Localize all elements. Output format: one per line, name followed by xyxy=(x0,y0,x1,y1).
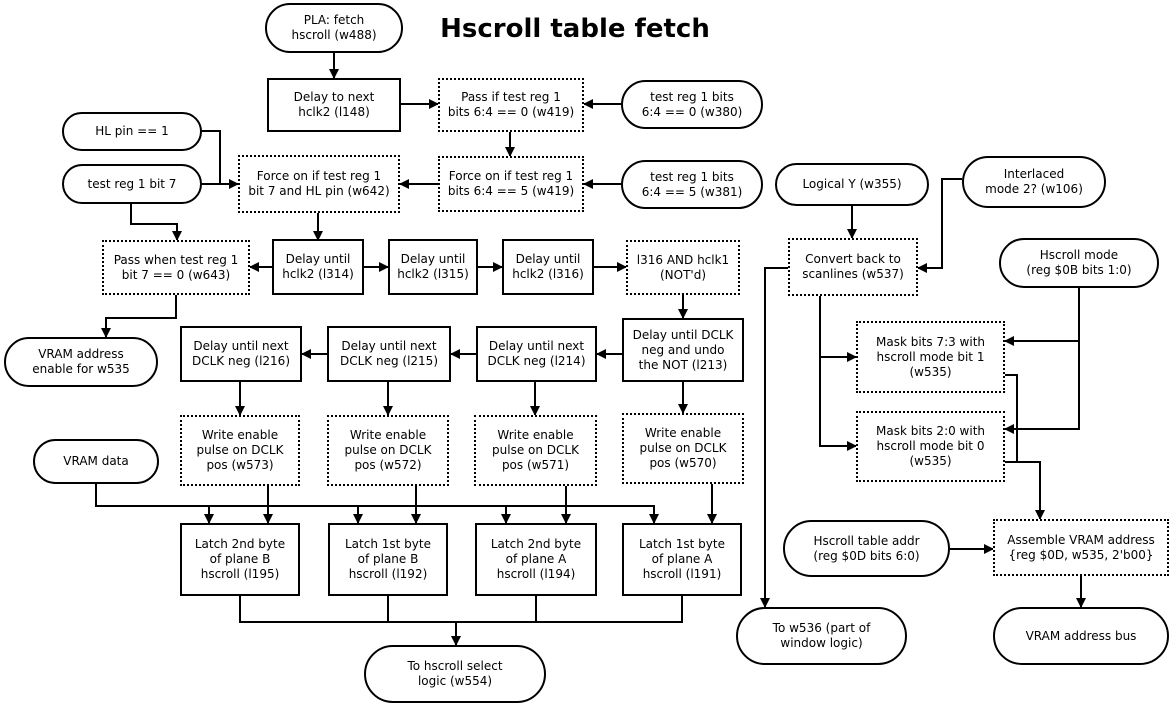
delay-l316-node: Delay until hclk2 (l316) xyxy=(502,239,594,295)
delay-l214-node: Delay until next DCLK neg (l214) xyxy=(476,326,597,382)
edge xyxy=(819,357,857,451)
test-reg-bit7-node: test reg 1 bit 7 xyxy=(62,164,202,204)
edge xyxy=(1004,341,1080,434)
convert-w537-node: Convert back to scanlines (w537) xyxy=(788,238,918,296)
test-reg-w380-node: test reg 1 bits 6:4 == 0 (w380) xyxy=(621,80,763,129)
hscroll-table-addr-node: Hscroll table addr (reg $0D bits 6:0) xyxy=(783,520,950,577)
edge xyxy=(95,484,659,524)
l316-and-node: l316 AND hclk1 (NOT'd) xyxy=(626,240,740,295)
vram-address-enable-node: VRAM address enable for w535 xyxy=(4,337,158,387)
delay-l213-node: Delay until DCLK neg and undo the NOT (l… xyxy=(622,318,744,382)
pass-when-w643-node: Pass when test reg 1 bit 7 == 0 (w643) xyxy=(102,240,250,295)
edge xyxy=(1004,288,1080,346)
latch-l191-node: Latch 1st byte of plane A hscroll (l191) xyxy=(622,523,742,596)
vram-address-bus-node: VRAM address bus xyxy=(993,607,1169,665)
edge xyxy=(239,596,683,623)
vram-data-node: VRAM data xyxy=(33,439,159,484)
edge xyxy=(101,295,177,338)
force-on-w419-node: Force on if test reg 1 bits 6:4 == 5 (w4… xyxy=(438,156,584,212)
write-enable-w571-node: Write enable pulse on DCLK pos (w571) xyxy=(474,415,597,486)
hscroll-mode-node: Hscroll mode (reg $0B bits 1:0) xyxy=(999,238,1159,288)
mask-20-node: Mask bits 2:0 with hscroll mode bit 0 (w… xyxy=(856,411,1005,482)
to-w536-node: To w536 (part of window logic) xyxy=(736,607,907,665)
hl-pin-node: HL pin == 1 xyxy=(62,112,202,151)
edge xyxy=(1005,374,1018,462)
page-title: Hscroll table fetch xyxy=(440,14,710,44)
hscroll-select-node: To hscroll select logic (w554) xyxy=(364,645,546,703)
edge xyxy=(819,296,857,362)
pla-fetch-node: PLA: fetch hscroll (w488) xyxy=(265,3,403,53)
pass-test-reg-w419-node: Pass if test reg 1 bits 6:4 == 0 (w419) xyxy=(438,78,584,132)
latch-l194-node: Latch 2nd byte of plane A hscroll (l194) xyxy=(475,523,597,596)
mask-73-node: Mask bits 7:3 with hscroll mode bit 1 (w… xyxy=(856,321,1005,393)
write-enable-w572-node: Write enable pulse on DCLK pos (w572) xyxy=(327,415,449,486)
logical-y-node: Logical Y (w355) xyxy=(775,163,929,206)
latch-l192-node: Latch 1st byte of plane B hscroll (l192) xyxy=(328,523,448,596)
write-enable-w573-node: Write enable pulse on DCLK pos (w573) xyxy=(180,415,300,486)
latch-l195-node: Latch 2nd byte of plane B hscroll (l195) xyxy=(180,523,300,596)
interlaced-node: Interlaced mode 2? (w106) xyxy=(962,156,1106,208)
write-enable-w570-node: Write enable pulse on DCLK pos (w570) xyxy=(622,413,744,484)
edge xyxy=(130,203,182,241)
assemble-vram-address-node: Assemble VRAM address {reg $0D, w535, 2'… xyxy=(993,519,1169,576)
edge xyxy=(917,178,962,273)
delay-l314-node: Delay until hclk2 (l314) xyxy=(272,239,364,295)
edge xyxy=(1005,461,1045,520)
delay-l315-node: Delay until hclk2 (l315) xyxy=(388,239,478,295)
delay-l216-node: Delay until next DCLK neg (l216) xyxy=(180,326,302,382)
edge xyxy=(202,130,221,184)
delay-l215-node: Delay until next DCLK neg (l215) xyxy=(327,326,451,382)
edge xyxy=(760,267,788,608)
force-on-w642-node: Force on if test reg 1 bit 7 and HL pin … xyxy=(238,155,400,213)
test-reg-w381-node: test reg 1 bits 6:4 == 5 (w381) xyxy=(621,160,763,209)
delay-hclk2-l148-node: Delay to next hclk2 (l148) xyxy=(267,78,401,132)
